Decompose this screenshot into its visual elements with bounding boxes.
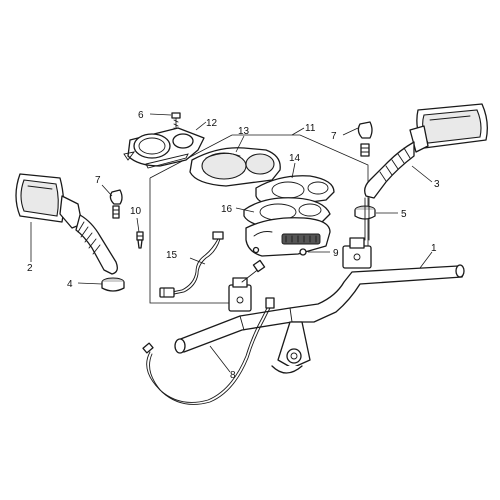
handlebar-clamp-right xyxy=(342,237,372,269)
small-screw xyxy=(136,231,144,249)
dashboard-cover xyxy=(123,127,205,169)
callout-8: 8 xyxy=(230,370,236,381)
callout-5: 5 xyxy=(401,209,407,220)
right-mirror-cap xyxy=(357,121,373,157)
callout-labels: 1 2 3 4 5 6 7 7 8 9 10 11 12 13 14 15 16 xyxy=(27,110,440,381)
callout-14: 14 xyxy=(289,153,301,164)
callout-3: 3 xyxy=(434,179,440,190)
callout-1: 1 xyxy=(431,243,437,254)
callout-7-right: 7 xyxy=(331,131,337,142)
handlebar xyxy=(174,264,465,354)
leader-lines xyxy=(30,113,433,373)
instrument-lens xyxy=(189,147,281,187)
callout-9: 9 xyxy=(333,248,339,259)
callout-15: 15 xyxy=(166,250,178,261)
callout-10: 10 xyxy=(130,206,142,217)
left-mirror xyxy=(15,173,118,275)
callout-6: 6 xyxy=(138,110,144,121)
left-mirror-cap xyxy=(109,189,123,219)
right-mirror-stem xyxy=(364,197,370,241)
stem-bracket xyxy=(271,321,311,374)
left-mirror-nut xyxy=(101,277,125,292)
callout-12: 12 xyxy=(206,118,218,129)
callout-13: 13 xyxy=(238,126,250,137)
callout-16: 16 xyxy=(221,204,233,215)
callout-2: 2 xyxy=(27,263,33,274)
instrument-wiring xyxy=(159,231,224,298)
instrument-housing xyxy=(245,217,331,257)
throttle-cable xyxy=(142,297,275,405)
callout-4: 4 xyxy=(67,279,73,290)
callout-7-left: 7 xyxy=(95,175,101,186)
handlebar-clamp-left xyxy=(228,277,252,312)
handlebar-bolt-left xyxy=(241,259,266,283)
right-mirror xyxy=(364,103,488,199)
callout-11: 11 xyxy=(305,123,316,134)
